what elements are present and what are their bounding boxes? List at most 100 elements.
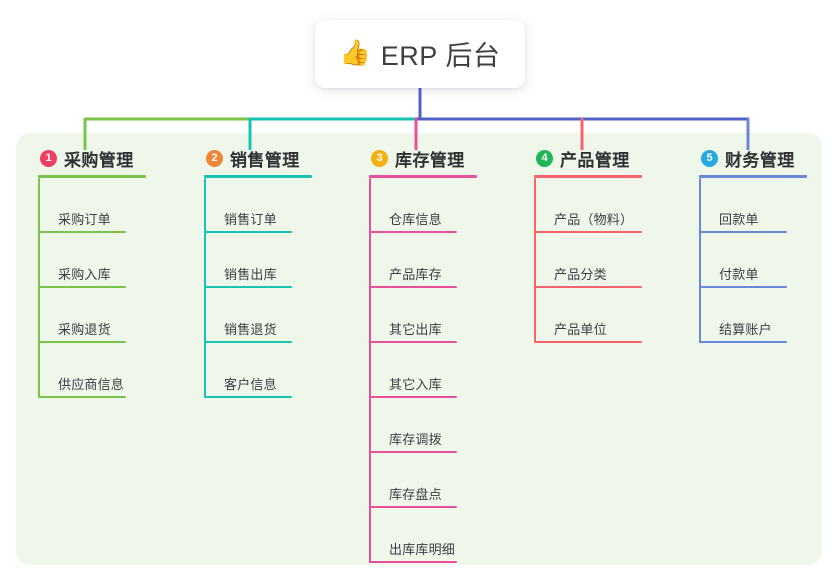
branch-item[interactable]: 仓库信息 (369, 178, 477, 233)
branch-item[interactable]: 采购退货 (38, 288, 146, 343)
branch-item-rule (204, 286, 292, 288)
branch-item-rule (699, 231, 787, 233)
root-node-card[interactable]: 👍 ERP 后台 (315, 20, 525, 88)
branch-spine (369, 178, 371, 563)
branch-item-rule (204, 231, 292, 233)
branch-item[interactable]: 付款单 (699, 233, 807, 288)
branch-column-1[interactable]: 1 采购管理采购订单采购入库采购退货供应商信息 (38, 146, 146, 398)
branch-item-rule (38, 396, 126, 398)
branch-title: 产品管理 (560, 150, 630, 170)
branch-item-label: 仓库信息 (389, 212, 442, 227)
branch-header-rule (699, 175, 807, 178)
branch-item-rule (699, 341, 787, 343)
branch-item[interactable]: 出库库明细 (369, 508, 477, 563)
branch-item-label: 采购入库 (58, 267, 111, 282)
branch-item-rule (369, 286, 457, 288)
branch-header-rule (534, 175, 642, 178)
branch-item[interactable]: 产品单位 (534, 288, 642, 343)
branch-items: 产品（物料） 产品分类产品单位 (534, 178, 642, 343)
branch-item-label: 销售订单 (224, 212, 277, 227)
branch-item[interactable]: 结算账户 (699, 288, 807, 343)
branch-item-rule (369, 451, 457, 453)
root-node-title: ERP 后台 (380, 40, 501, 71)
branch-column-4[interactable]: 4 产品管理产品（物料） 产品分类产品单位 (534, 146, 642, 343)
branch-header-rule (369, 175, 477, 178)
branch-item[interactable]: 其它出库 (369, 288, 477, 343)
branch-item-label: 销售退货 (224, 322, 277, 337)
branch-header[interactable]: 1 采购管理 (38, 146, 146, 170)
branch-number-badge: 2 (206, 149, 223, 167)
branch-header[interactable]: 5 财务管理 (699, 146, 807, 170)
branch-spine (38, 178, 40, 398)
branch-item[interactable]: 库存盘点 (369, 453, 477, 508)
branch-item-label: 采购订单 (58, 212, 111, 227)
branch-item[interactable]: 采购订单 (38, 178, 146, 233)
branch-title: 销售管理 (230, 150, 300, 170)
branch-item-label: 结算账户 (719, 322, 772, 337)
branch-header-rule (38, 175, 146, 178)
branch-item-label: 产品库存 (389, 267, 442, 282)
branch-item-label: 库存调拨 (389, 432, 442, 447)
branch-item-label: 产品单位 (554, 322, 607, 337)
branch-item-rule (38, 231, 126, 233)
branch-item[interactable]: 其它入库 (369, 343, 477, 398)
branch-title: 采购管理 (64, 150, 134, 170)
branch-header-rule (204, 175, 312, 178)
branch-item[interactable]: 产品（物料） (534, 178, 642, 233)
branch-header[interactable]: 4 产品管理 (534, 146, 642, 170)
branch-item-label: 其它出库 (389, 322, 442, 337)
branch-item-label: 回款单 (719, 212, 759, 227)
branch-item-rule (369, 561, 457, 563)
root-node-content: 👍 ERP 后台 (340, 34, 501, 73)
branch-item-label: 客户信息 (224, 377, 277, 392)
branches-panel (16, 133, 822, 565)
branch-item[interactable]: 供应商信息 (38, 343, 146, 398)
branch-item[interactable]: 产品分类 (534, 233, 642, 288)
branch-item-label: 库存盘点 (389, 487, 442, 502)
branch-item-rule (369, 396, 457, 398)
branch-item-rule (534, 341, 642, 343)
branch-spine (699, 178, 701, 343)
branch-item[interactable]: 库存调拨 (369, 398, 477, 453)
branch-item-label: 产品分类 (554, 267, 607, 282)
branch-item-rule (534, 286, 642, 288)
branch-item-rule (369, 506, 457, 508)
branch-item-label: 出库库明细 (389, 542, 456, 557)
branch-item-label: 付款单 (719, 267, 759, 282)
branch-spine (204, 178, 206, 398)
branch-item[interactable]: 采购入库 (38, 233, 146, 288)
branch-item-rule (38, 286, 126, 288)
branch-column-2[interactable]: 2 销售管理销售订单销售出库销售退货客户信息 (204, 146, 312, 398)
branch-title: 财务管理 (725, 150, 795, 170)
branch-item-rule (699, 286, 787, 288)
branch-item[interactable]: 回款单 (699, 178, 807, 233)
branch-spine (534, 178, 536, 343)
branch-item-label: 产品（物料） (554, 212, 634, 227)
branch-item-rule (204, 396, 292, 398)
branch-item-rule (369, 341, 457, 343)
branch-item-label: 销售出库 (224, 267, 277, 282)
branch-item-label: 采购退货 (58, 322, 111, 337)
branch-items: 回款单付款单结算账户 (699, 178, 807, 343)
branch-item[interactable]: 销售订单 (204, 178, 312, 233)
branch-number-badge: 5 (701, 149, 718, 167)
branch-column-5[interactable]: 5 财务管理回款单付款单结算账户 (699, 146, 807, 343)
branch-title: 库存管理 (395, 150, 465, 170)
branch-items: 销售订单销售出库销售退货客户信息 (204, 178, 312, 398)
thumbs-up-icon: 👍 (339, 38, 371, 67)
branch-item[interactable]: 产品库存 (369, 233, 477, 288)
branch-header[interactable]: 2 销售管理 (204, 146, 312, 170)
branch-item[interactable]: 销售退货 (204, 288, 312, 343)
branch-item[interactable]: 客户信息 (204, 343, 312, 398)
branch-item-label: 供应商信息 (58, 377, 125, 392)
branch-item-rule (534, 231, 642, 233)
branch-items: 仓库信息产品库存其它出库其它入库库存调拨库存盘点出库库明细 (369, 178, 477, 563)
branch-number-badge: 1 (40, 149, 57, 167)
branch-item-rule (204, 341, 292, 343)
branch-item-rule (38, 341, 126, 343)
branch-number-badge: 4 (536, 149, 553, 167)
branch-item[interactable]: 销售出库 (204, 233, 312, 288)
